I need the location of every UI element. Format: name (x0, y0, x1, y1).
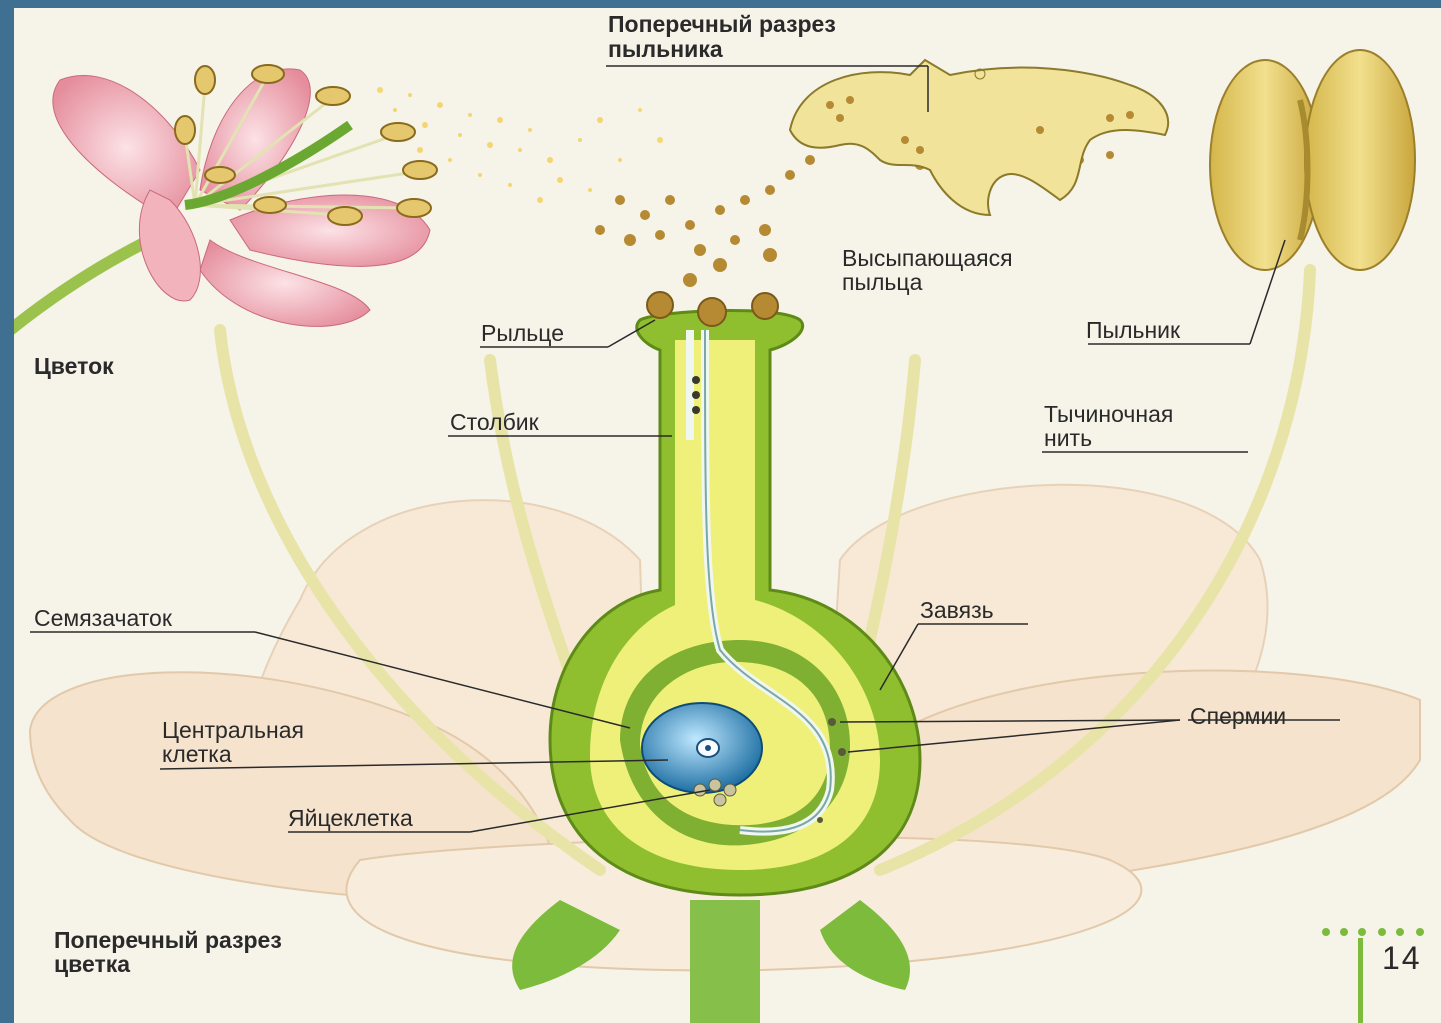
label-filament-line1: Тычиночная (1044, 402, 1173, 426)
flower-cross-section-title-line1: Поперечный разрез (54, 928, 282, 952)
pink-flower (14, 65, 437, 330)
label-falling-pollen-line1: Высыпающаяся (842, 246, 1013, 270)
label-stigma: Рыльце (481, 321, 564, 345)
label-central-cell-line2: клетка (162, 742, 232, 766)
label-falling-pollen-line2: пыльца (842, 270, 922, 294)
label-sperm-cells: Спермии (1190, 704, 1286, 728)
anther-cross-section-title-line1: Поперечный разрез (608, 12, 836, 36)
page-number: 14 (1382, 946, 1422, 970)
label-flower: Цветок (34, 354, 114, 378)
label-central-cell-line1: Центральная (162, 718, 304, 742)
page-canvas: Поперечный разрез пыльника Цветок Высыпа… (14, 8, 1441, 1023)
label-ovary: Завязь (920, 598, 994, 622)
label-egg-cell: Яйцеклетка (288, 806, 413, 830)
anther-cross-section-title-line2: пыльника (608, 37, 723, 61)
anther-illustration (1210, 50, 1415, 270)
label-ovule: Семязачаток (34, 606, 172, 630)
label-style: Столбик (450, 410, 539, 434)
label-filament-line2: нить (1044, 426, 1092, 450)
label-anther: Пыльник (1086, 318, 1180, 342)
anther-cross-section (790, 60, 1168, 215)
flower-cross-section-title-line2: цветка (54, 952, 130, 976)
flower-diagram-artwork (14, 8, 1441, 1023)
